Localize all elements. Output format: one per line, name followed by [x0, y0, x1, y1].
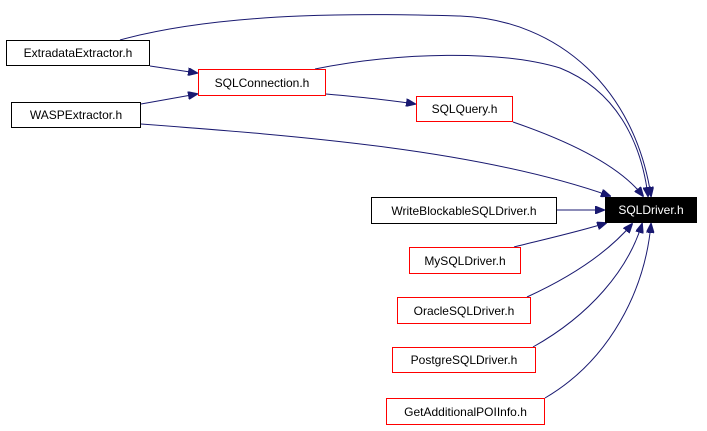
node-label: MySQLDriver.h: [424, 253, 506, 268]
node-label: OracleSQLDriver.h: [413, 303, 515, 318]
node-extradata-extractor[interactable]: ExtradataExtractor.h: [6, 40, 150, 66]
edge-getadditional-to-sqldriver: [544, 224, 651, 399]
node-sql-query[interactable]: SQLQuery.h: [416, 96, 513, 122]
node-mysql-driver[interactable]: MySQLDriver.h: [409, 247, 521, 274]
node-oracle-sql-driver[interactable]: OracleSQLDriver.h: [397, 297, 531, 324]
node-label: WriteBlockableSQLDriver.h: [391, 203, 537, 218]
node-wasp-extractor[interactable]: WASPExtractor.h: [11, 102, 141, 128]
edge-sqlquery-to-sqldriver: [512, 121, 643, 196]
node-write-blockable-sql-driver[interactable]: WriteBlockableSQLDriver.h: [371, 197, 557, 224]
edge-sqlconnection-to-sqldriver: [314, 54, 648, 196]
node-label: GetAdditionalPOIInfo.h: [404, 404, 527, 419]
node-postgre-sql-driver[interactable]: PostgreSQLDriver.h: [392, 347, 536, 373]
node-get-additional-poi-info[interactable]: GetAdditionalPOIInfo.h: [386, 398, 545, 425]
edge-wasp-to-sqldriver: [140, 123, 610, 196]
edge-sqlconnection-to-sqlquery: [325, 93, 415, 104]
edge-extradata-to-sqlconnection: [149, 65, 197, 73]
node-label: SQLConnection.h: [214, 75, 310, 90]
edge-oracle-to-sqldriver: [526, 224, 632, 298]
edge-postgre-to-sqldriver: [532, 224, 642, 348]
edge-wasp-to-sqlconnection: [140, 94, 197, 105]
node-label: WASPExtractor.h: [29, 108, 123, 122]
node-label: SQLDriver.h: [618, 203, 684, 217]
edge-extradata-to-sqldriver: [119, 14, 651, 196]
edge-mysql-to-sqldriver: [513, 223, 606, 248]
node-label: ExtradataExtractor.h: [23, 46, 133, 60]
node-label: SQLQuery.h: [431, 102, 498, 116]
node-sql-driver-focus: SQLDriver.h: [605, 197, 697, 223]
node-label: PostgreSQLDriver.h: [410, 353, 518, 367]
node-sql-connection[interactable]: SQLConnection.h: [198, 69, 326, 96]
